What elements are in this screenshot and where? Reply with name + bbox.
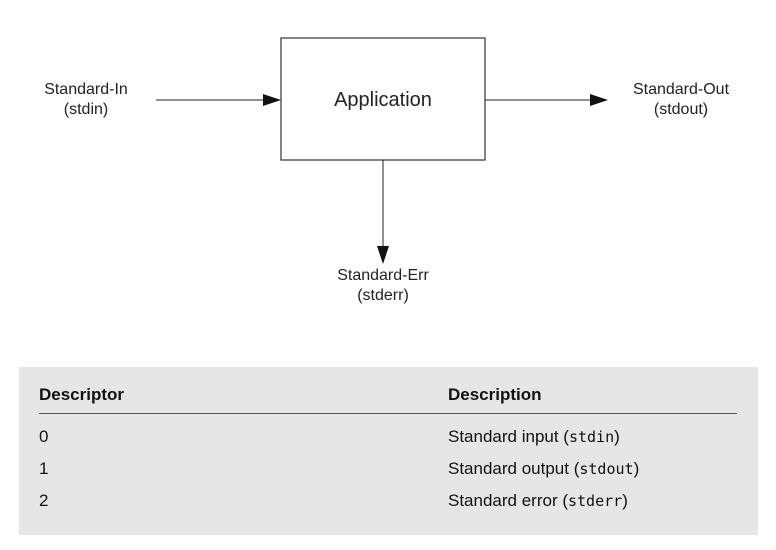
row-2-text: Standard error ( <box>448 491 568 510</box>
row-0-text: Standard input ( <box>448 427 569 446</box>
table-row-0-descriptor: 0 <box>39 427 49 446</box>
stderr-label: Standard-Err (stderr) <box>318 266 448 306</box>
row-0-code: stdin <box>568 428 615 446</box>
table-row-1-description: Standard output (stdout) <box>448 459 639 479</box>
stdin-code: (stdin) <box>63 101 109 118</box>
table-row-0-description: Standard input (stdin) <box>448 427 620 447</box>
stdout-label: Standard-Out (stdout) <box>616 80 746 120</box>
table-row-2-description: Standard error (stderr) <box>448 491 628 511</box>
descriptor-table: Descriptor Description 0 Standard input … <box>19 367 758 535</box>
row-1-close: ) <box>633 459 640 478</box>
stdout-arrow-head <box>590 94 608 106</box>
stderr-arrow-head <box>377 246 389 264</box>
stdout-title: Standard-Out <box>632 81 730 98</box>
row-2-close: ) <box>622 491 628 510</box>
stdin-title: Standard-In <box>44 81 128 98</box>
header-descriptor: Descriptor <box>39 385 125 404</box>
stderr-title: Standard-Err <box>337 267 429 284</box>
stderr-code: (stderr) <box>357 287 409 304</box>
row-0-close: ) <box>614 427 620 446</box>
table-row-2-descriptor: 2 <box>39 491 49 510</box>
stdin-arrow-head <box>263 94 281 106</box>
row-2-code: stderr <box>568 492 623 510</box>
stdout-code: (stdout) <box>653 101 709 118</box>
flow-diagram: Application <box>156 37 608 264</box>
application-label: Application <box>334 89 432 111</box>
header-description: Description <box>448 385 542 404</box>
stdin-label: Standard-In (stdin) <box>28 80 144 120</box>
row-1-code: stdout <box>579 460 634 478</box>
table-row-1-descriptor: 1 <box>39 459 49 478</box>
application-box <box>280 37 486 161</box>
header-rule <box>39 413 737 414</box>
row-1-text: Standard output ( <box>448 459 580 478</box>
